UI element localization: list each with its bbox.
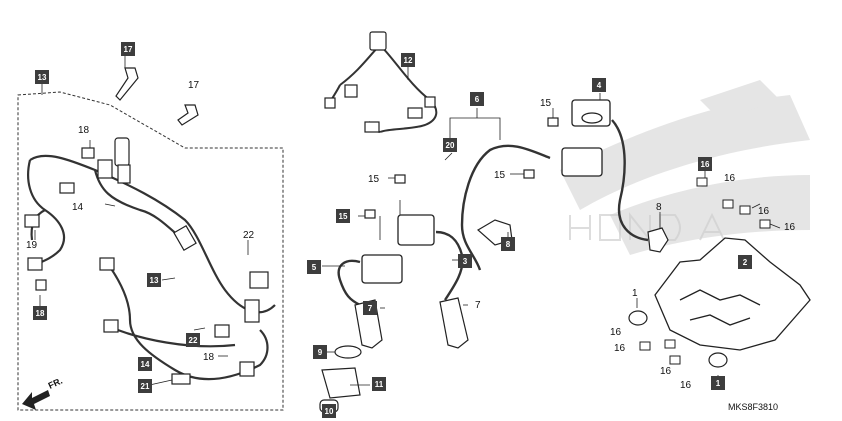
callout-12: 12 <box>404 56 413 65</box>
bracket-2 <box>654 237 811 351</box>
callout-box: 1 <box>711 376 725 390</box>
callout-box: 13 <box>35 70 49 84</box>
callout-15c-plain: 15 <box>368 174 380 185</box>
callout-16a-plain: 16 <box>724 173 736 184</box>
callout-22-plain: 22 <box>243 230 255 241</box>
callout-box: 10 <box>322 404 336 418</box>
callout-9: 9 <box>318 348 323 357</box>
small-clips-16 <box>639 177 771 365</box>
callout-1-plain: 1 <box>632 288 638 299</box>
callout-16: 16 <box>701 160 710 169</box>
callout-15: 15 <box>339 212 348 221</box>
callout-box: 7 <box>363 301 377 315</box>
harness-outline <box>17 91 284 411</box>
front-label: FR. <box>47 376 64 391</box>
callout-1: 1 <box>716 379 721 388</box>
plug-lead-6 <box>460 119 649 271</box>
callout-box: 16 <box>698 157 712 171</box>
plain-callouts: 17 18 14 19 22 18 15 15 15 7 8 1 16 16 1… <box>26 80 796 391</box>
clip-parts-17 <box>115 67 199 126</box>
callout-10: 10 <box>325 407 334 416</box>
ignition-coil-upper <box>561 99 611 177</box>
sub-harness-12-connectors <box>324 31 436 133</box>
front-arrow-icon: FR. <box>22 376 64 410</box>
callout-8-plain: 8 <box>656 202 662 213</box>
callout-16f-plain: 16 <box>660 366 672 377</box>
callout-3: 3 <box>463 257 468 266</box>
callout-box: 13 <box>147 273 161 287</box>
callout-box: 20 <box>443 138 457 152</box>
callout-box: 5 <box>307 260 321 274</box>
callout-box: 8 <box>501 237 515 251</box>
callout-box: 2 <box>738 255 752 269</box>
callout-13: 13 <box>38 73 47 82</box>
callout-box: 22 <box>186 333 200 347</box>
callout-17: 17 <box>124 45 133 54</box>
diagram-code: MKS8F3810 <box>728 402 778 412</box>
bolts-15 <box>364 117 559 219</box>
callout-box: 6 <box>470 92 484 106</box>
callout-box: 4 <box>592 78 606 92</box>
callout-15a-plain: 15 <box>540 98 552 109</box>
callout-20: 20 <box>446 141 455 150</box>
callout-box: 18 <box>33 306 47 320</box>
callout-box: 11 <box>372 377 386 391</box>
callout-7: 7 <box>368 304 373 313</box>
callout-8: 8 <box>506 240 511 249</box>
callout-17-plain: 17 <box>188 80 200 91</box>
harness-connectors <box>24 137 269 385</box>
callout-18b-plain: 18 <box>203 352 215 363</box>
grommets <box>628 310 728 368</box>
callout-16c-plain: 16 <box>784 222 796 233</box>
callout-16e-plain: 16 <box>614 343 626 354</box>
callout-box: 9 <box>313 345 327 359</box>
callout-box: 21 <box>138 379 152 393</box>
callout-18-plain: 18 <box>78 125 90 136</box>
callout-4: 4 <box>597 81 602 90</box>
callout-14: 14 <box>141 360 150 369</box>
callout-14-plain: 14 <box>72 202 84 213</box>
callout-box: 14 <box>138 357 152 371</box>
callout-7-plain: 7 <box>475 300 481 311</box>
brand-watermark-text <box>569 212 725 243</box>
callout-5: 5 <box>312 263 317 272</box>
callout-19-plain: 19 <box>26 240 38 251</box>
callout-box: 17 <box>121 42 135 56</box>
callout-16b-plain: 16 <box>758 206 770 217</box>
callout-18: 18 <box>36 309 45 318</box>
callout-2: 2 <box>743 258 748 267</box>
callout-box: 3 <box>458 254 472 268</box>
callout-21: 21 <box>141 382 150 391</box>
callout-11: 11 <box>375 380 384 389</box>
ignition-coil-lower <box>361 214 435 284</box>
callout-16g-plain: 16 <box>680 380 692 391</box>
callout-16d-plain: 16 <box>610 327 622 338</box>
callout-6: 6 <box>475 95 480 104</box>
callout-13b: 13 <box>150 276 159 285</box>
callout-15b-plain: 15 <box>494 170 506 181</box>
callout-box: 12 <box>401 53 415 67</box>
callout-box: 15 <box>336 209 350 223</box>
callout-22: 22 <box>189 336 198 345</box>
boxed-callouts: 13 17 12 4 6 20 15 8 5 3 7 9 11 10 2 16 … <box>33 42 752 418</box>
